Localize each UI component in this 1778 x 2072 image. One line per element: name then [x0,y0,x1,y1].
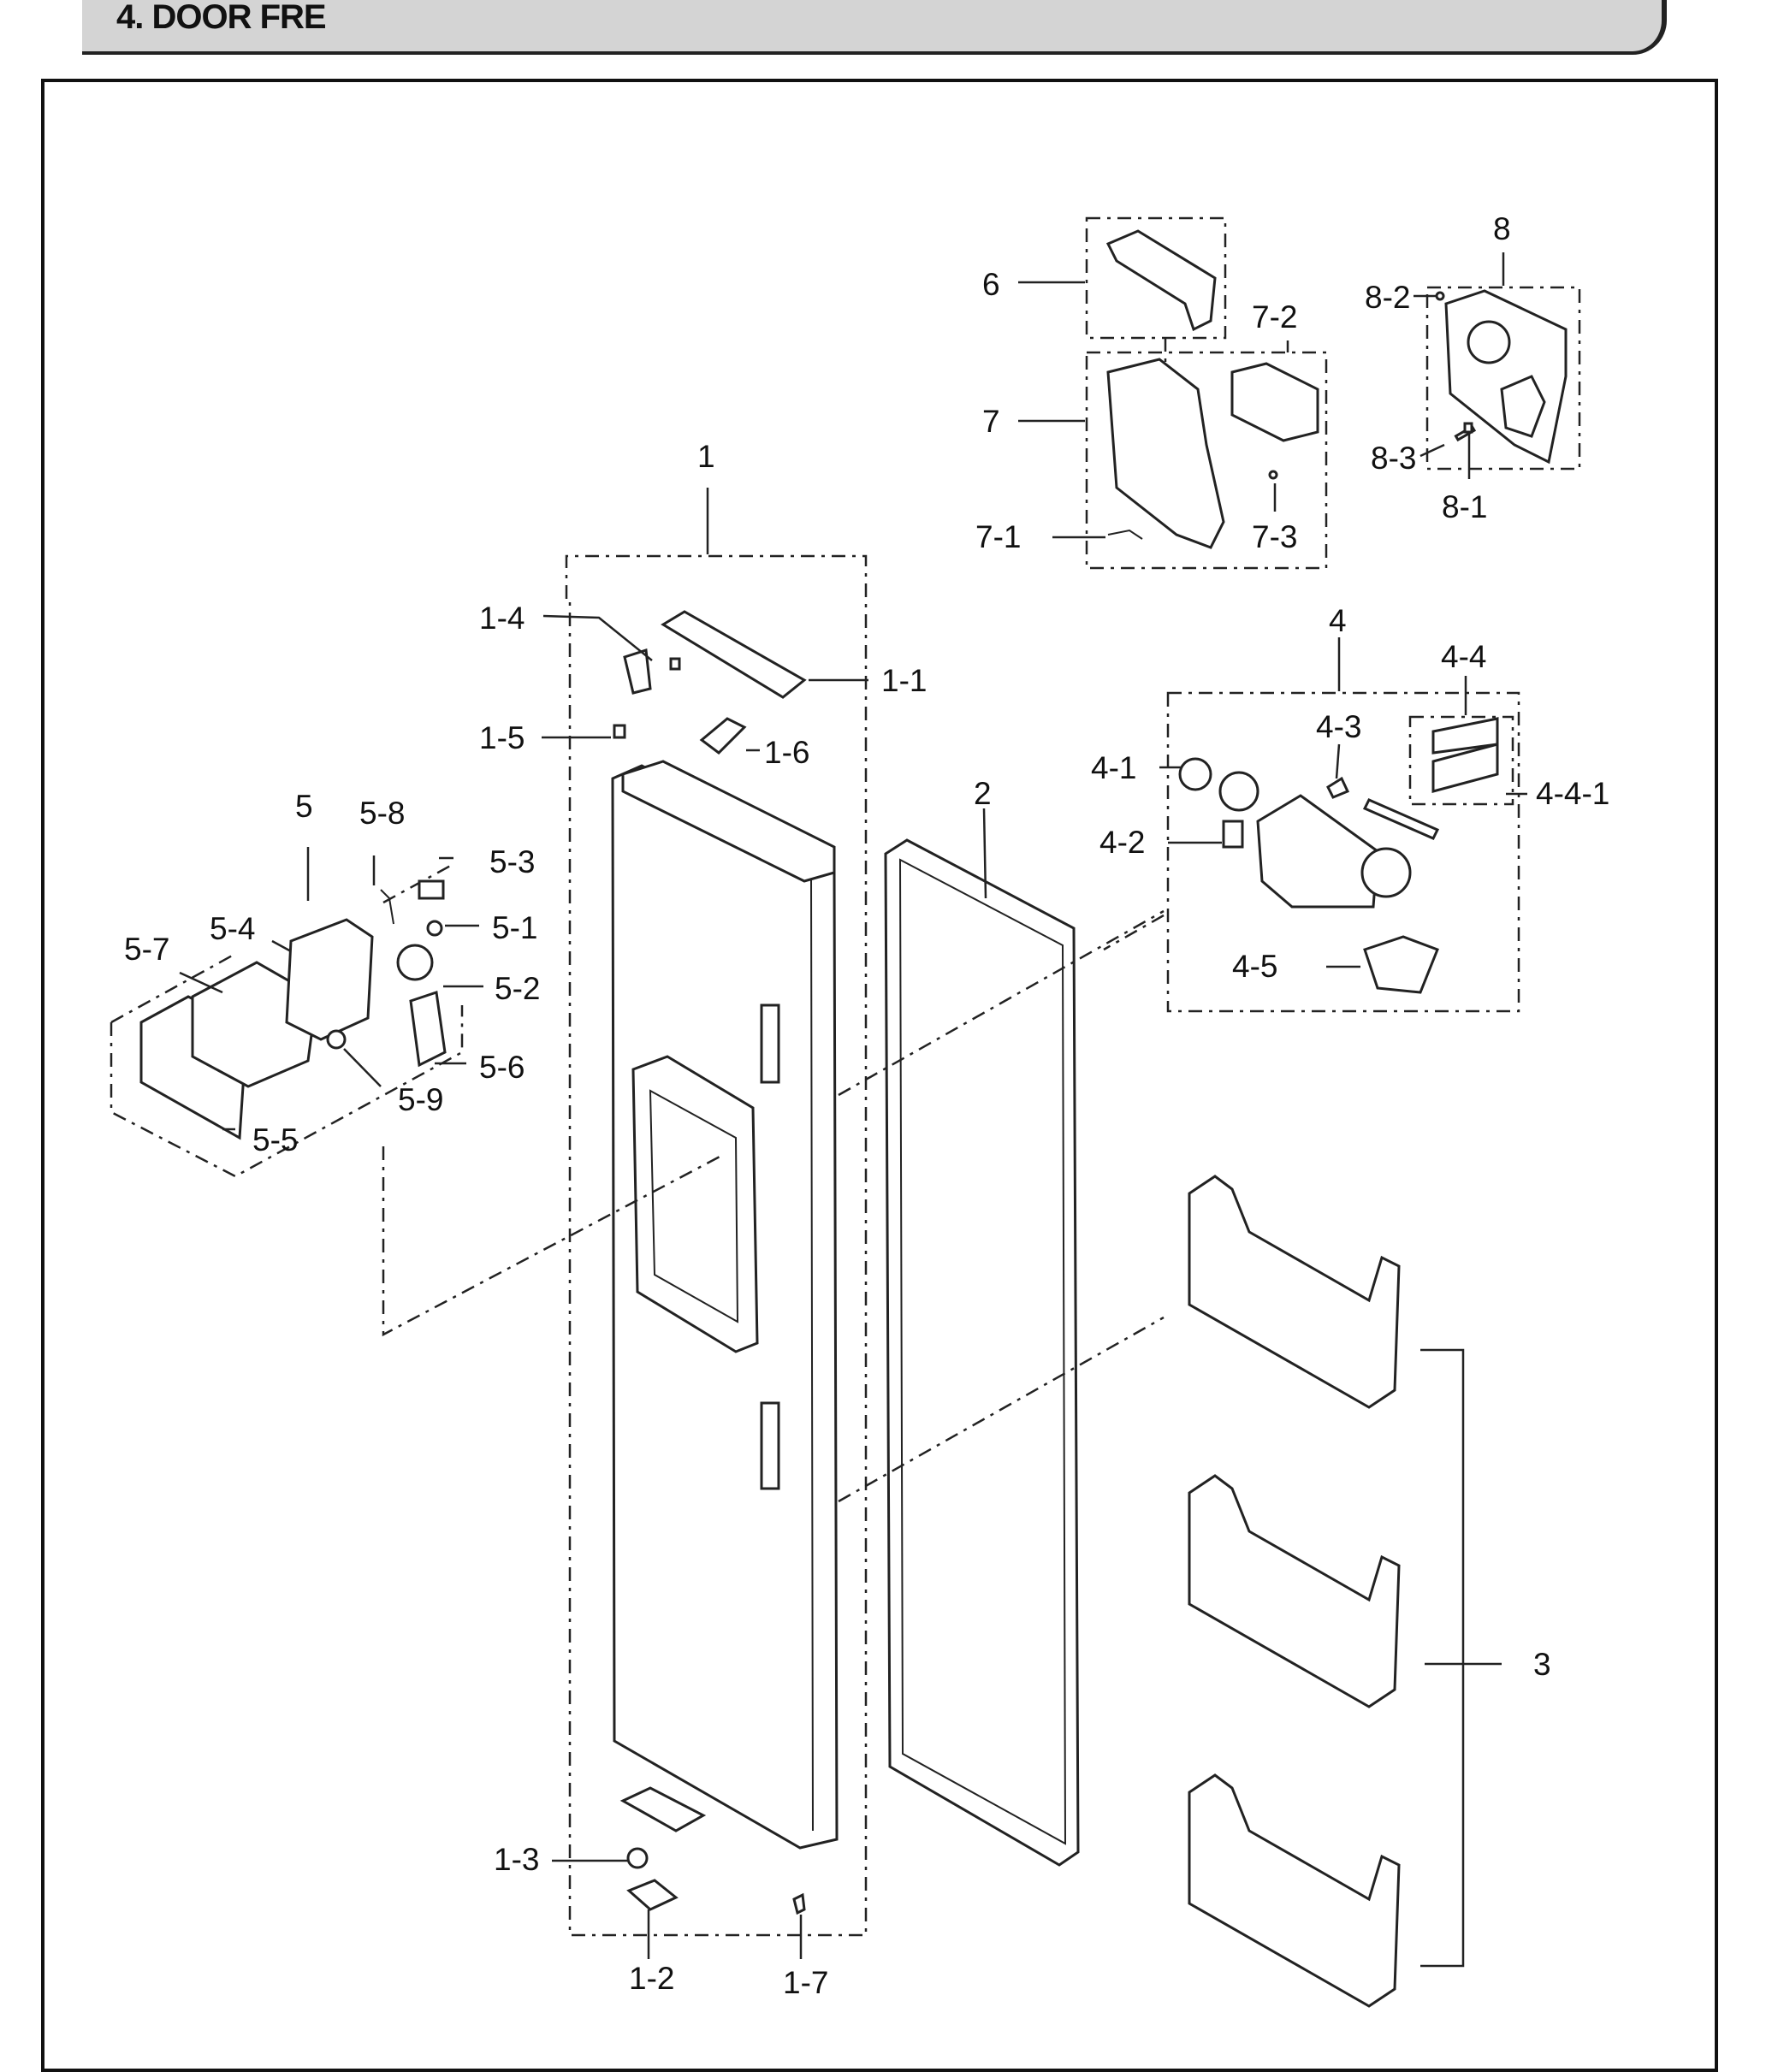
door-assembly-group: 1 1-1 1-2 1-3 1-4 1-5 1-6 1-7 [479,439,927,2000]
part-8-motor-block [1500,375,1546,438]
label-6: 6 [982,267,1000,302]
ice-bucket-group: 8 8-1 8-2 8-3 [1365,211,1581,524]
label-4-3: 4-3 [1316,709,1361,744]
part-4-3-lever [1326,776,1350,799]
ice-duct-group: 7 7-1 7-2 7-3 [975,299,1328,570]
label-2: 2 [974,776,992,811]
group-4-4-boundary [1408,715,1514,806]
label-7-2: 7-2 [1252,299,1297,334]
part-6-group: 6 [982,216,1227,340]
part-5-8-wire [380,889,394,925]
hinge-plate [619,1786,707,1832]
label-5-3: 5-3 [489,844,535,879]
part-4-2-clip [1222,820,1244,849]
part-7-2-heater [1230,362,1319,442]
label-4-5: 4-5 [1232,949,1277,984]
door-bin-top [1188,1175,1401,1409]
label-1-4: 1-4 [479,601,525,636]
label-8: 8 [1493,211,1511,246]
control-panel-group: 5 5-1 5-2 5-3 5-4 5-5 5-6 5-7 5-8 5-9 [110,789,724,1337]
part-1-3-bushing [626,1847,649,1869]
part-1-6-spring [699,717,747,755]
part-1-2-hinge-cap [626,1879,679,1911]
dispenser-cap [1360,847,1412,898]
label-1-7: 1-7 [783,1965,828,2000]
section-header: 4. DOOR FRE [82,0,1667,55]
part-8-1-clip [1463,422,1473,434]
group-7-boundary [1085,351,1328,570]
part-7-ice-duct [1106,358,1225,549]
door-gasket-group: 2 [838,776,1165,1867]
part-6-dispenser-cover [1105,229,1217,332]
dispenser-recess [631,1055,759,1353]
part-4-4-1-heater-bar [1431,743,1499,793]
label-4-4: 4-4 [1441,639,1486,674]
label-5-8: 5-8 [359,796,405,831]
door-bins-group: 3 [1188,1175,1551,2008]
part-1-4-bracket [623,648,652,695]
handle-bracket-top [760,1003,780,1084]
label-7-3: 7-3 [1252,519,1297,554]
label-5-1: 5-1 [492,910,537,945]
part-1-5-pin [613,724,626,739]
label-7-1: 7-1 [975,519,1021,554]
part-1-1-top-cover [661,610,807,699]
part-1-7-screw [792,1892,806,1915]
dispenser-shaft [1362,798,1440,840]
door-gasket [884,838,1080,1867]
group-6-boundary [1085,216,1227,340]
label-5-9: 5-9 [398,1082,443,1117]
part-7-1-wire [1107,529,1143,540]
label-3: 3 [1533,1647,1551,1682]
dispenser-housing [1256,794,1379,909]
door-top-cap [621,760,836,883]
part-4-1-ring [1218,771,1259,812]
group-8-boundary [1425,286,1581,471]
handle-bracket-bottom [760,1401,780,1490]
part-5-4-panel-frame [285,918,374,1041]
label-8-3: 8-3 [1371,441,1416,476]
label-5: 5 [295,789,313,824]
label-1-6: 1-6 [764,735,809,770]
label-1-5: 1-5 [479,720,525,755]
group-4-boundary [1166,691,1520,1013]
label-5-7: 5-7 [124,932,169,967]
label-8-2: 8-2 [1365,280,1410,315]
label-5-2: 5-2 [495,971,540,1006]
part-5-1-part [426,920,443,937]
label-4-1: 4-1 [1091,750,1136,785]
group-1-boundary [565,554,868,1937]
part-5-3-pad [418,879,445,900]
label-5-5: 5-5 [252,1122,298,1157]
part-8-auger [1467,320,1511,364]
part-5-6-switch [409,991,447,1068]
label-4-4-1: 4-4-1 [1536,776,1609,811]
part-4-1-cap [1178,757,1212,791]
label-7: 7 [982,404,1000,439]
part-4-5-chute [1363,935,1439,994]
label-4: 4 [1329,603,1347,638]
label-4-2: 4-2 [1099,825,1145,860]
part-7-3-screw [1268,470,1278,480]
door-bin-middle [1188,1474,1401,1708]
label-1-2: 1-2 [629,1961,674,1996]
part-5-7-display-board [191,961,318,1088]
label-5-6: 5-6 [479,1050,525,1085]
part-5-1-motor [396,944,434,981]
label-5-4: 5-4 [210,911,255,946]
part-8-2-screw [1435,291,1445,301]
label-1: 1 [697,439,715,474]
section-title: 4. DOOR FRE [116,0,327,36]
label-8-1: 8-1 [1442,489,1487,524]
part-5-9-knob [326,1029,347,1050]
dispenser-mechanism-group: 4 4-1 4-2 4-3 4-4 4-4-1 4-5 [1091,603,1609,1013]
label-1-1: 1-1 [881,663,927,698]
label-1-3: 1-3 [494,1842,539,1877]
door-bin-bottom [1188,1773,1401,2008]
